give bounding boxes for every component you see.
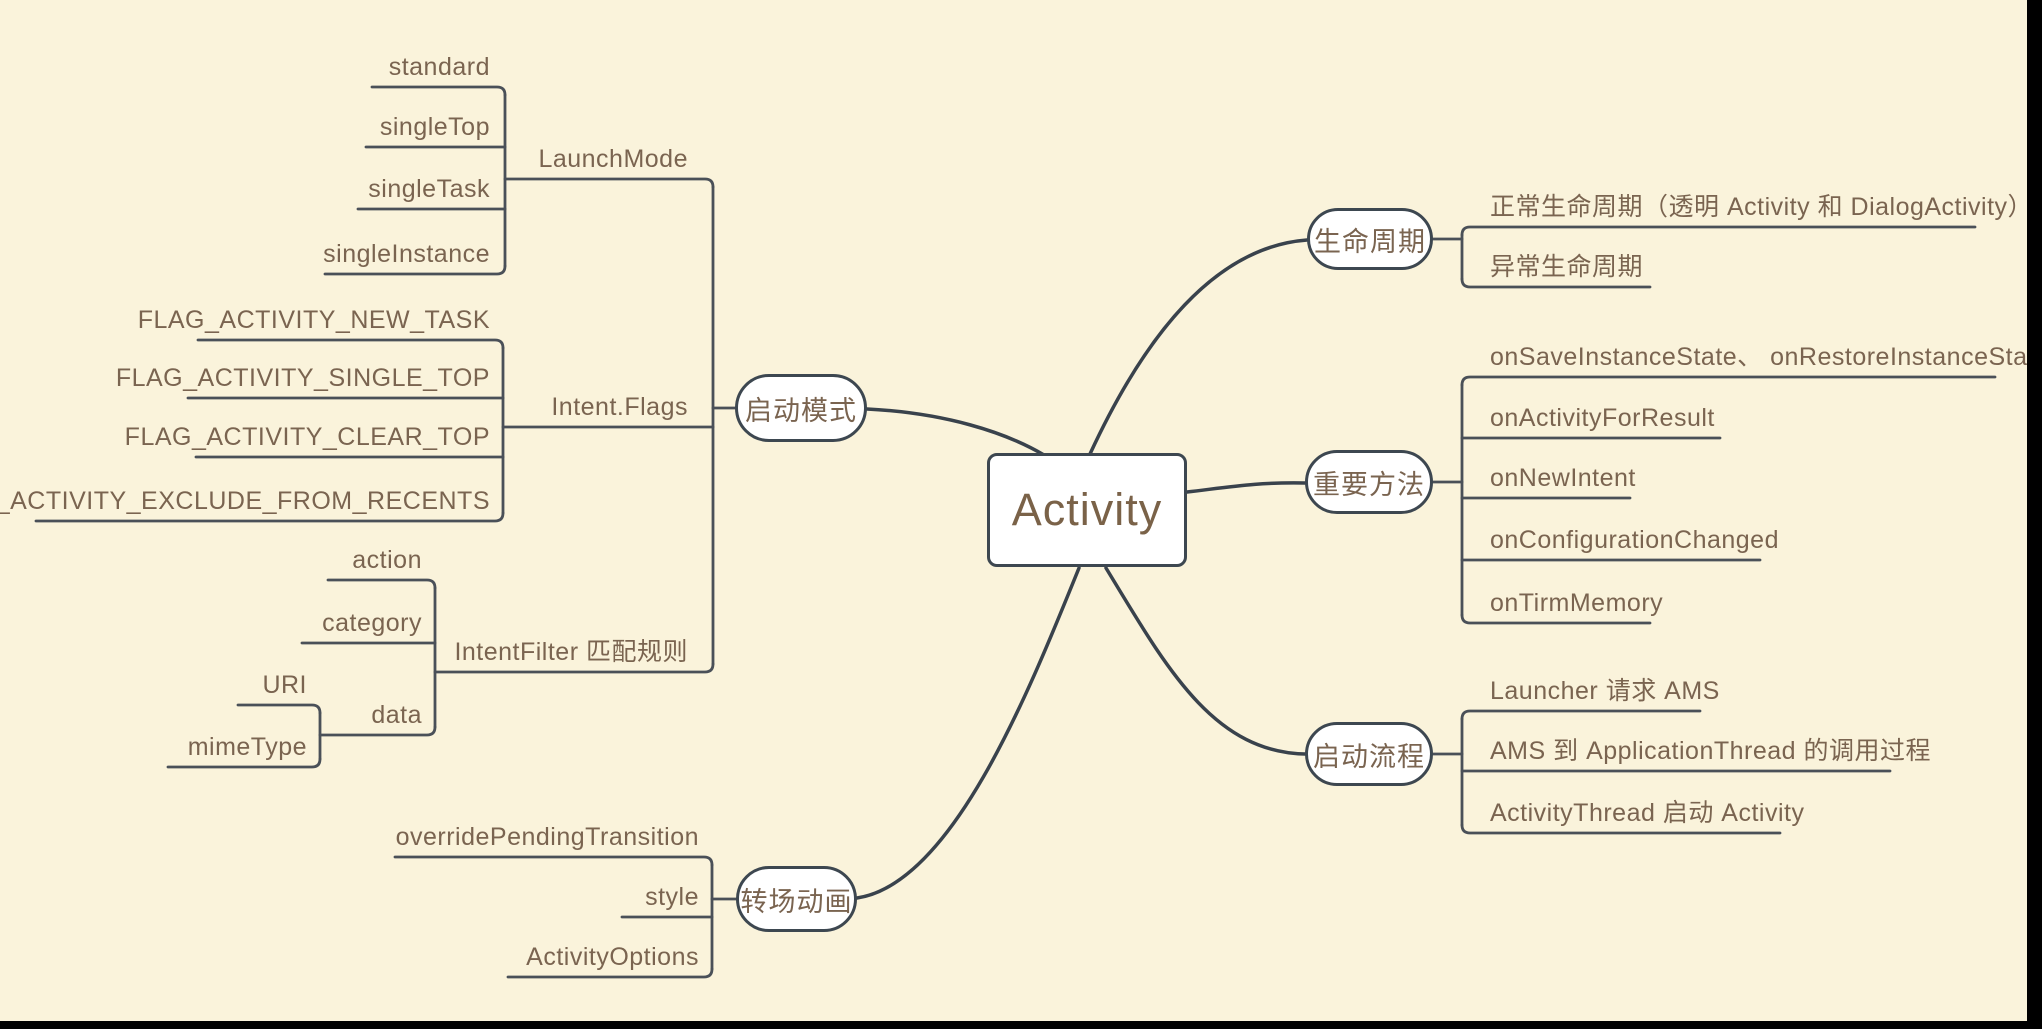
- topic-normal-lifecycle[interactable]: 正常生命周期（透明 Activity 和 DialogActivity）: [1490, 193, 2034, 221]
- right-black-bar: [2027, 0, 2042, 1029]
- underline-flag-exclude: [34, 511, 505, 523]
- bottom-black-bar: [0, 1021, 2042, 1029]
- topic-flag-new-task[interactable]: FLAG_ACTIVITY_NEW_TASK: [137, 306, 490, 334]
- underline-overridepending: [393, 855, 714, 867]
- branch-curve-startup: [1104, 566, 1307, 756]
- topic-overridependingtransition[interactable]: overridePendingTransition: [395, 823, 699, 851]
- underline-data: [318, 725, 437, 737]
- branch-curve-lifecycle: [1088, 238, 1309, 456]
- bracket-lines: [34, 85, 1997, 979]
- main-branch-curves: [855, 238, 1309, 900]
- topic-ontirmmemory[interactable]: onTirmMemory: [1490, 589, 1664, 617]
- underline-onsave: [1460, 375, 1997, 387]
- topic-uri[interactable]: URI: [262, 671, 307, 699]
- underline-uri: [236, 703, 322, 715]
- underline-mimetype: [166, 757, 322, 769]
- topic-flag-exclude[interactable]: FLAG_ACTIVITY_EXCLUDE_FROM_RECENTS: [0, 487, 490, 515]
- topic-abnormal-lifecycle[interactable]: 异常生命周期: [1490, 253, 1644, 281]
- underline-launchmode: [503, 177, 715, 189]
- topic-singleinstance[interactable]: singleInstance: [323, 240, 490, 268]
- underline-ontirmmemory: [1460, 613, 1652, 625]
- underline-intentfilter: [433, 662, 715, 674]
- topic-activityoptions[interactable]: ActivityOptions: [526, 943, 699, 971]
- topic-standard[interactable]: standard: [388, 53, 490, 81]
- underline-activityoptions: [506, 967, 714, 979]
- topic-category[interactable]: category: [322, 609, 422, 637]
- topic-data[interactable]: data: [371, 701, 422, 729]
- topic-flag-clear-top[interactable]: FLAG_ACTIVITY_CLEAR_TOP: [124, 423, 490, 451]
- topic-ams-applicationthread[interactable]: AMS 到 ApplicationThread 的调用过程: [1490, 737, 1932, 765]
- topic-intent-flags[interactable]: Intent.Flags: [551, 393, 688, 421]
- topic-launchmode[interactable]: LaunchMode: [538, 145, 688, 173]
- branch-node-methods[interactable]: 重要方法: [1305, 450, 1433, 514]
- topic-style[interactable]: style: [645, 883, 699, 911]
- topic-flag-single-top[interactable]: FLAG_ACTIVITY_SINGLE_TOP: [115, 364, 490, 392]
- underline-abnormal-lifecycle: [1460, 277, 1652, 289]
- branch-curve-transition: [855, 566, 1081, 900]
- topic-mimetype[interactable]: mimeType: [187, 733, 307, 761]
- central-topic-activity[interactable]: Activity: [987, 453, 1187, 567]
- underline-launcher-ams: [1460, 709, 1702, 721]
- topic-onactivityforresult[interactable]: onActivityForResult: [1490, 404, 1715, 432]
- topic-intentfilter[interactable]: IntentFilter 匹配规则: [454, 638, 688, 666]
- branch-node-lifecycle[interactable]: 生命周期: [1307, 208, 1433, 270]
- topic-action[interactable]: action: [352, 546, 422, 574]
- branch-curve-methods: [1185, 481, 1307, 494]
- underline-flag-new-task: [196, 338, 505, 350]
- topic-onnewintent[interactable]: onNewIntent: [1490, 464, 1636, 492]
- branch-node-launch-mode[interactable]: 启动模式: [735, 374, 867, 442]
- branch-node-transition[interactable]: 转场动画: [736, 866, 857, 932]
- underline-standard: [370, 85, 507, 97]
- topic-singletask[interactable]: singleTask: [368, 175, 490, 203]
- underline-normal-lifecycle: [1460, 225, 1977, 237]
- underline-singleinstance: [323, 264, 507, 276]
- topic-launcher-ams[interactable]: Launcher 请求 AMS: [1490, 677, 1720, 705]
- topic-onconfigurationchanged[interactable]: onConfigurationChanged: [1490, 526, 1779, 554]
- branch-node-startup[interactable]: 启动流程: [1305, 722, 1433, 786]
- topic-singletop[interactable]: singleTop: [379, 113, 490, 141]
- underline-action: [326, 578, 437, 590]
- topic-onsaveinstancestate[interactable]: onSaveInstanceState、 onRestoreInstanceSt…: [1490, 343, 2042, 371]
- branch-curve-launch-mode: [865, 407, 1046, 457]
- underline-activitythread: [1460, 823, 1782, 835]
- topic-activitythread[interactable]: ActivityThread 启动 Activity: [1490, 799, 1805, 827]
